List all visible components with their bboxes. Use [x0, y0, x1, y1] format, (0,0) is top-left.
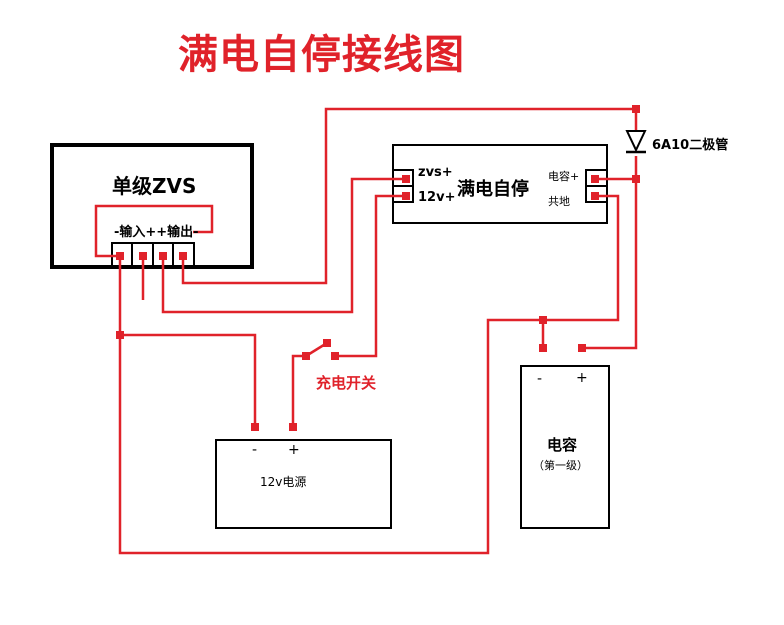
- terminal-dot: [251, 423, 259, 431]
- capacitor-box: [520, 365, 610, 529]
- wire-zvs-input-minus-to-psu-minus: [94, 204, 214, 258]
- diode-label: 6A10二极管: [652, 138, 729, 153]
- wire-switch-to-auto-stop-12v: [333, 194, 407, 358]
- power-supply-plus-label: +: [288, 442, 300, 458]
- wire-auto-stop-gnd: [543, 194, 620, 322]
- capacitor-stage: （第一级）: [533, 459, 588, 472]
- switch-contact-dot: [323, 339, 331, 347]
- auto-stop-zvs-terminal-label: zvs+: [418, 165, 453, 180]
- terminal-dot: [179, 252, 187, 260]
- junction-dot: [632, 105, 640, 113]
- power-supply-box: [215, 439, 392, 529]
- power-supply-name: 12v电源: [260, 475, 307, 489]
- capacitor-plus-label: +: [576, 370, 588, 386]
- auto-stop-cap-terminal-label: 电容+: [548, 170, 580, 183]
- wire-psu-minus: [118, 256, 257, 427]
- diode-icon: [625, 130, 647, 153]
- zvs-module-name: 单级ZVS: [112, 174, 197, 198]
- capacitor-name: 电容: [547, 436, 578, 454]
- terminal-dot: [402, 192, 410, 200]
- junction-dot: [539, 316, 547, 324]
- switch-contact-dot: [331, 352, 339, 360]
- terminal-dot: [289, 423, 297, 431]
- auto-stop-module-name: 满电自停: [457, 179, 529, 200]
- terminal-dot: [139, 252, 147, 260]
- terminal-dot: [116, 252, 124, 260]
- zvs-ports-label: -输入++输出-: [114, 225, 199, 240]
- terminal-dot: [159, 252, 167, 260]
- switch-contact-dot: [302, 352, 310, 360]
- terminal-dot: [402, 175, 410, 183]
- terminal-dot: [578, 344, 586, 352]
- auto-stop-12v-terminal-label: 12v+: [418, 190, 456, 205]
- capacitor-minus-label: -: [537, 371, 543, 387]
- auto-stop-gnd-terminal-label: 共地: [548, 195, 570, 208]
- junction-dot: [632, 175, 640, 183]
- terminal-dot: [539, 344, 547, 352]
- charge-switch-label: 充电开关: [316, 374, 377, 392]
- wire-ground-return: [118, 318, 545, 555]
- terminal-dot: [591, 175, 599, 183]
- wire-zvs-output-to-auto-stop: [161, 177, 407, 314]
- wire-diode-to-cap-plus: [582, 156, 638, 350]
- power-supply-minus-label: -: [252, 442, 258, 458]
- junction-dot: [116, 331, 124, 339]
- diagram-title: 满电自停接线图: [178, 31, 465, 78]
- terminal-dot: [591, 192, 599, 200]
- wire-psu-plus-to-switch: [291, 354, 306, 427]
